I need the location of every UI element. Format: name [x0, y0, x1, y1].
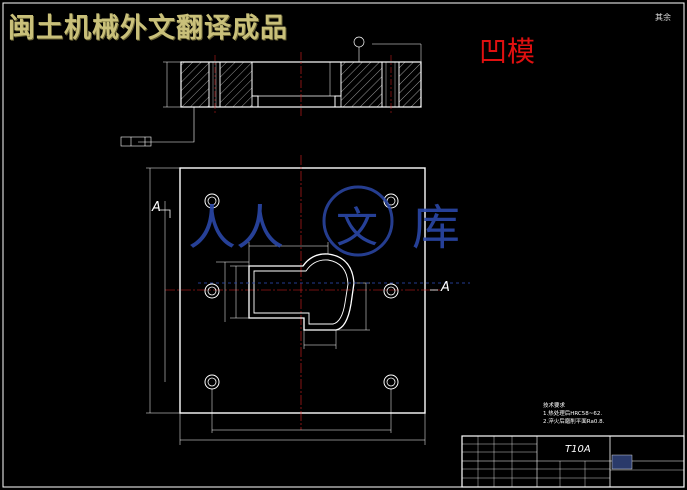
technical-notes: 技术要求 1.热处理后HRC58~62. 2.淬火后磨削平面Ra0.8.	[543, 402, 604, 426]
section-view	[120, 36, 422, 147]
die-cavity-inner	[253, 259, 349, 325]
material-label: T10A	[565, 444, 591, 455]
note-item: 1.热处理后HRC58~62.	[543, 411, 603, 417]
hatch-block	[219, 61, 253, 108]
hatch-block	[180, 61, 210, 108]
watermark	[198, 185, 470, 284]
title-block	[461, 435, 685, 488]
note-item: 2.淬火后磨削平面Ra0.8.	[543, 419, 605, 425]
hatch-block	[340, 61, 383, 108]
drawing-title-banner: 闽土机械外文翻译成品	[8, 13, 288, 44]
plan-view	[146, 155, 440, 445]
logo-box	[611, 454, 633, 470]
dimension-lines	[146, 167, 426, 445]
notes-heading: 技术要求	[543, 403, 566, 409]
hatch-block	[398, 61, 422, 108]
plate-outline	[179, 167, 426, 414]
watermark-glyphs-left: 人人	[188, 200, 285, 256]
part-name: 凹模	[479, 35, 536, 68]
watermark-glyph-circle: 文	[336, 203, 379, 252]
section-label-right: A	[441, 280, 450, 295]
section-label-left: A	[152, 200, 161, 215]
roughness-note: 其余	[655, 13, 671, 22]
die-cavity-outer	[248, 253, 355, 331]
watermark-glyph-right: 库	[412, 200, 461, 256]
